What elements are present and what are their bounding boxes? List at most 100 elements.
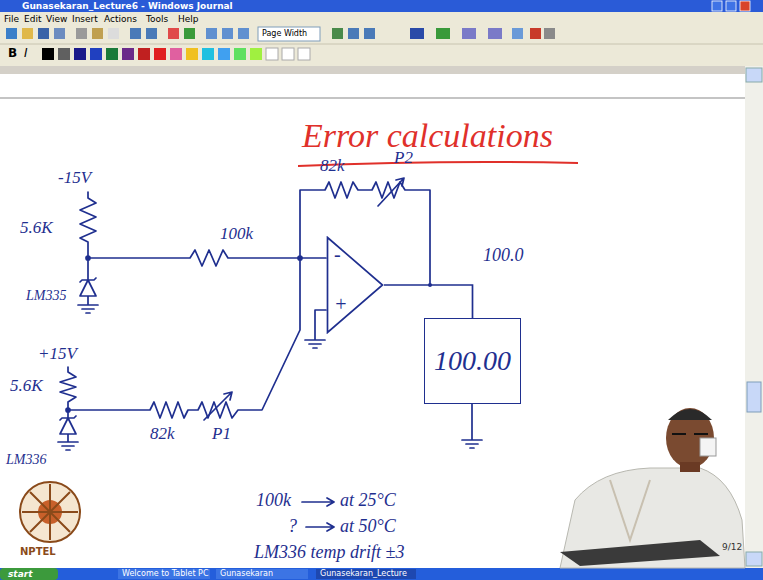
window-chrome: [206, 28, 217, 39]
window-chrome: [216, 569, 308, 579]
window-chrome: [332, 28, 343, 39]
circuit-wires: [378, 178, 404, 206]
window-chrome: [106, 48, 118, 60]
pot-name: P1: [212, 424, 231, 444]
logo-text: NPTEL: [20, 546, 56, 558]
window-chrome: [712, 1, 722, 11]
window-chrome: [364, 28, 375, 39]
window-chrome: [488, 28, 502, 39]
window-chrome: [0, 66, 745, 568]
circuit-wires: [58, 410, 78, 450]
note-text: LM336 temp drift ±3: [254, 542, 404, 563]
window-chrome: [76, 28, 87, 39]
menu-item: Edit: [24, 13, 41, 25]
window-chrome: [234, 48, 246, 60]
menu-item: Help: [178, 13, 199, 25]
window-chrome: [238, 28, 249, 39]
window-chrome: [42, 48, 54, 60]
window-chrome: [747, 382, 761, 412]
resistor-value: 5.6K: [20, 218, 53, 238]
window-chrome: [108, 28, 119, 39]
lecturer-figure: [560, 540, 720, 566]
junction-dot: [428, 283, 432, 287]
nptel-logo: [20, 482, 80, 542]
window-chrome: [218, 48, 230, 60]
voltage-label: -15V: [58, 168, 91, 188]
page-number: 9/12: [722, 541, 742, 553]
window-chrome: [0, 568, 58, 580]
window-chrome: [544, 28, 555, 39]
window-chrome: [0, 0, 763, 12]
lecturer-figure: [672, 433, 708, 435]
circuit-wires: [462, 404, 482, 448]
nptel-logo: [20, 482, 80, 542]
window-chrome: [0, 24, 763, 66]
circuit-wires: [204, 392, 232, 420]
window-chrome: [0, 44, 763, 45]
window-chrome: [512, 28, 523, 39]
circuit-wires: [88, 250, 326, 266]
window-chrome: [266, 48, 278, 60]
part-name: LM335: [26, 288, 66, 304]
voltage-label: +15V: [38, 344, 77, 364]
circuit-wires: [78, 258, 98, 313]
window-chrome: [282, 48, 294, 60]
window-chrome: [0, 12, 763, 24]
resistor-value: 5.6K: [10, 376, 43, 396]
lecturer-figure: [680, 462, 700, 472]
taskbar-item: Gunasekaran_Lecture: [320, 568, 407, 580]
resistor-value: 82k: [320, 156, 345, 176]
display-reading: 100.00: [434, 345, 511, 377]
window-chrome: [170, 48, 182, 60]
menu-item: Insert: [72, 13, 98, 25]
window-chrome: [186, 48, 198, 60]
window-chrome: [92, 28, 103, 39]
window-chrome: [740, 1, 750, 11]
circuit-wires: [60, 367, 76, 410]
window-chrome: [745, 66, 763, 568]
window-chrome: [258, 27, 320, 41]
window-chrome: [462, 28, 476, 39]
window-chrome: [146, 28, 157, 39]
taskbar-item: Gunasekaran: [220, 568, 273, 580]
wire-label: 100.0: [481, 245, 526, 266]
lecturer-figure: [560, 468, 745, 568]
window-chrome: [0, 97, 745, 99]
window-chrome: [222, 28, 233, 39]
input-sign: +: [334, 294, 348, 314]
window-chrome: [138, 48, 150, 60]
circuit-wires: [305, 310, 326, 348]
opamp-symbol: -+: [326, 236, 384, 334]
window-chrome: [122, 48, 134, 60]
window-chrome: [54, 28, 65, 39]
part-name: LM336: [6, 452, 46, 468]
menu-item: View: [46, 13, 67, 25]
window-chrome: [184, 28, 195, 39]
window-chrome: [202, 48, 214, 60]
window-chrome: [58, 48, 70, 60]
nptel-logo: [22, 484, 78, 540]
taskbar-item: Welcome to Tablet PC: [122, 568, 209, 580]
window-chrome: [90, 48, 102, 60]
circuit-wires: [80, 192, 96, 258]
lecturer-figure: [700, 438, 716, 456]
page-heading: Error calculations: [302, 116, 553, 155]
opamp-outline: [328, 238, 383, 333]
resistor-value: 100k: [220, 224, 253, 244]
lecturer-figure: [560, 408, 745, 568]
circuit-wires: [58, 178, 482, 531]
window-chrome: [726, 1, 736, 11]
window-chrome: [168, 28, 179, 39]
circuit-wires: [302, 498, 334, 506]
window-chrome: [410, 28, 424, 39]
window-chrome: [130, 28, 141, 39]
window-chrome: [6, 28, 17, 39]
window-chrome: [0, 568, 763, 580]
menu-item: Actions: [104, 13, 137, 25]
circuit-wires: [306, 523, 334, 531]
menu-item: File: [4, 13, 19, 25]
italic-button: I: [24, 47, 28, 61]
start-button: start: [8, 568, 32, 580]
menu-item: Tools: [146, 13, 168, 25]
